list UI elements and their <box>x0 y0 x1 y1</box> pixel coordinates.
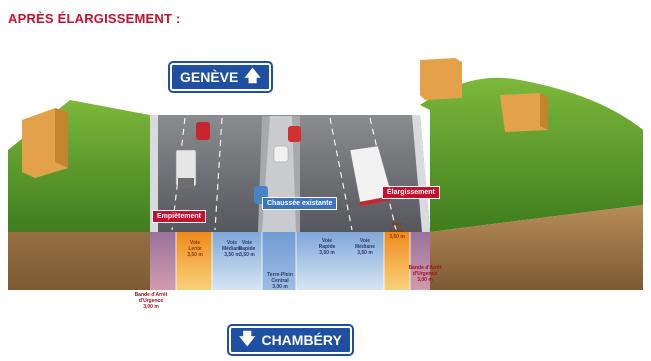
arrow-down-icon: 🡇 <box>239 331 256 348</box>
right-embankment <box>420 77 643 290</box>
cross-section-band <box>150 232 430 290</box>
motorway-surface <box>150 115 430 232</box>
direction-sign-geneve: GENÈVE 🡅 <box>170 63 271 91</box>
car-white-icon <box>273 145 289 163</box>
car-red-icon <box>196 122 210 140</box>
sign-label: CHAMBÉRY <box>261 332 342 348</box>
label-empietement: Empiètement <box>152 210 206 223</box>
noise-barriers <box>22 58 548 178</box>
car-red-icon <box>288 126 301 142</box>
label-elargissement: Élargissement <box>382 186 440 199</box>
sign-label: GENÈVE <box>180 69 239 85</box>
arrow-up-icon: 🡅 <box>244 68 261 85</box>
page-title: APRÈS ÉLARGISSEMENT : <box>8 11 181 26</box>
direction-sign-chambery: 🡇 CHAMBÉRY <box>229 326 352 354</box>
label-chaussee-existante: Chaussée existante <box>262 197 338 210</box>
